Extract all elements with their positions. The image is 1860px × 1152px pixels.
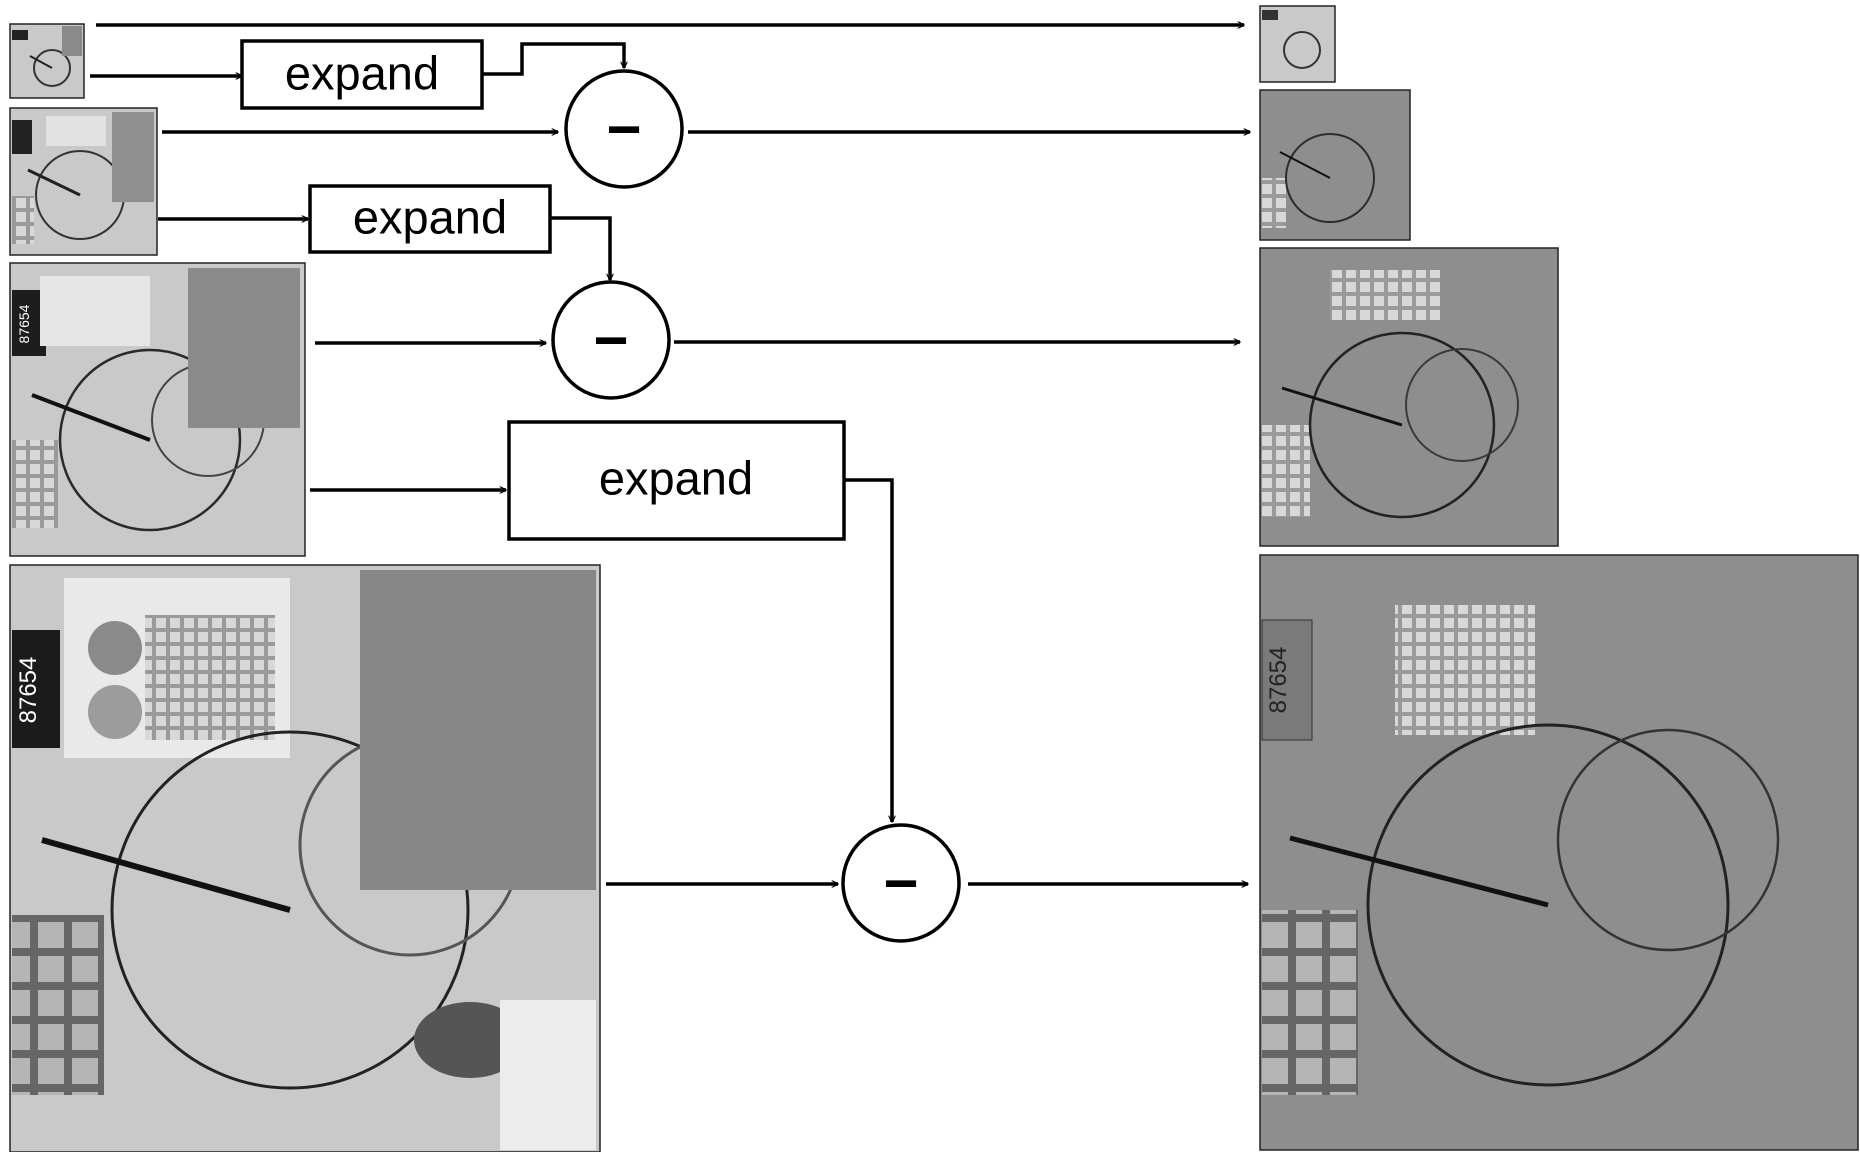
expand-box-3-label: expand	[599, 451, 753, 504]
gaussian-level-0-image: 87654	[9, 564, 601, 1152]
laplacian-level-3-image	[1259, 5, 1336, 83]
gaussian-level-2-image	[9, 107, 158, 256]
subtract-node-1: −	[564, 69, 684, 189]
subtract-node-3-symbol: −	[883, 850, 918, 917]
laplacian-level-1-image	[1259, 247, 1559, 547]
expand-box-2: expand	[308, 184, 552, 254]
laplacian-level-2-image	[1259, 89, 1411, 241]
expand-box-3: expand	[507, 420, 846, 541]
laplacian-level-0-chart-text: 87654	[1265, 647, 1292, 714]
level-0-chart-text: 87654	[15, 657, 42, 724]
subtract-node-1-symbol: −	[606, 96, 641, 163]
expand-box-1: expand	[240, 39, 484, 110]
expand-2-to-subtract-2-arrow	[550, 216, 610, 280]
level-1-chart-text: 87654	[16, 304, 32, 343]
subtract-node-3: −	[841, 823, 961, 943]
expand-box-1-label: expand	[285, 46, 439, 99]
subtract-node-2-symbol: −	[593, 307, 628, 374]
expand-1-to-subtract-1-arrow	[482, 42, 624, 76]
gaussian-level-1-image: 87654	[9, 262, 306, 557]
gaussian-level-3-image	[9, 23, 85, 99]
expand-3-to-subtract-3-arrow	[845, 478, 892, 822]
laplacian-level-0-image: 87654	[1259, 554, 1859, 1151]
subtract-node-2: −	[551, 280, 671, 400]
expand-box-2-label: expand	[353, 190, 507, 243]
